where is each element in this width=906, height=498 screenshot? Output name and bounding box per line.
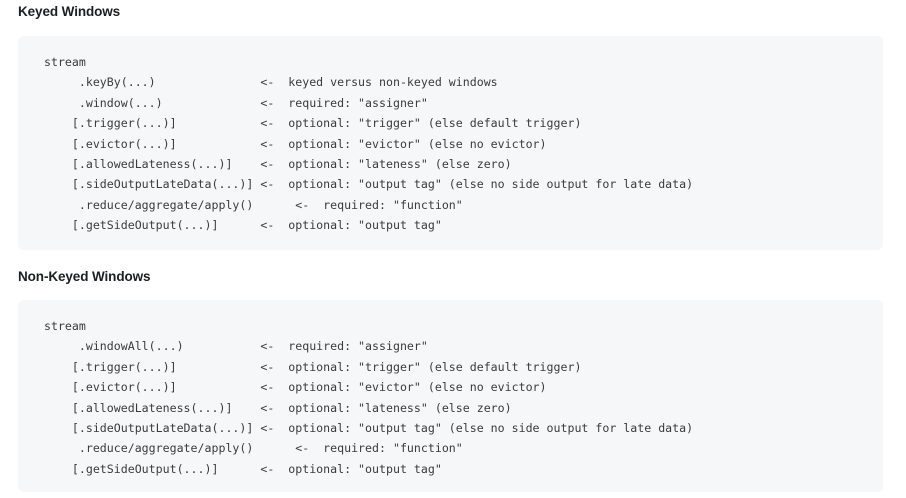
code-text-non-keyed-windows: stream .windowAll(...) <- required: "ass… bbox=[43, 319, 694, 476]
code-text-keyed-windows: stream .keyBy(...) <- keyed versus non-k… bbox=[43, 55, 694, 233]
section-heading-non-keyed-windows: Non-Keyed Windows bbox=[18, 269, 151, 284]
section-heading-keyed-windows: Keyed Windows bbox=[18, 4, 121, 19]
code-block-keyed-windows: stream .keyBy(...) <- keyed versus non-k… bbox=[18, 36, 883, 250]
code-block-non-keyed-windows: stream .windowAll(...) <- required: "ass… bbox=[18, 300, 883, 492]
